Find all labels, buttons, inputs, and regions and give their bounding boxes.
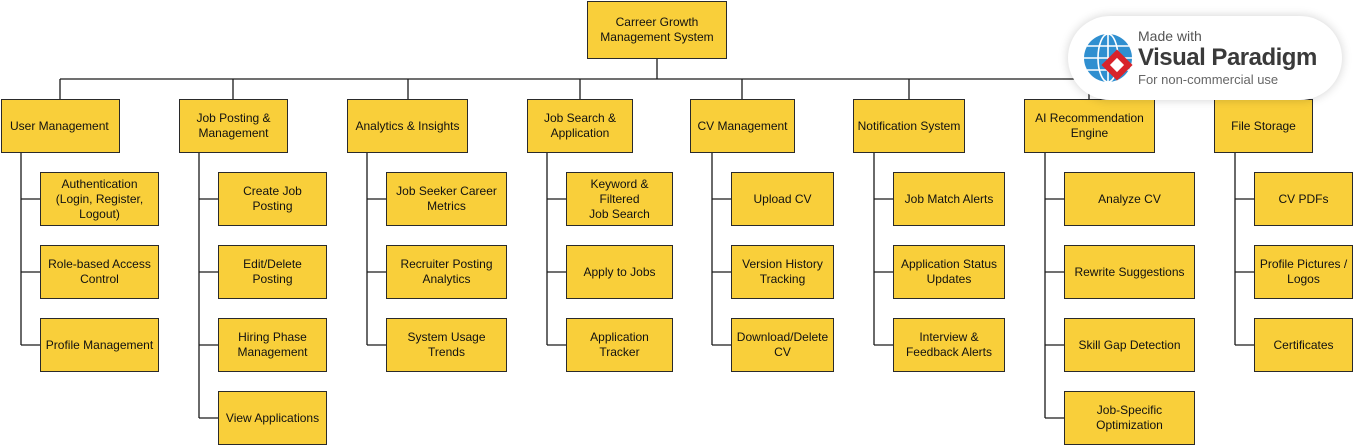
- child-node: Profile Management: [40, 318, 159, 372]
- child-node: System Usage Trends: [386, 318, 507, 372]
- child-node: Create Job Posting: [218, 172, 327, 226]
- child-node: Application Tracker: [566, 318, 673, 372]
- child-node: Application Status Updates: [893, 245, 1005, 299]
- child-node: Download/Delete CV: [731, 318, 834, 372]
- child-node: Certificates: [1254, 318, 1353, 372]
- category-node-notification: Notification System: [853, 99, 965, 153]
- child-node: Hiring Phase Management: [218, 318, 327, 372]
- child-node: Version History Tracking: [731, 245, 834, 299]
- child-node: View Applications: [218, 391, 327, 445]
- child-node: Role-based Access Control: [40, 245, 159, 299]
- visual-paradigm-logo-icon: [1084, 33, 1133, 83]
- child-node: Authentication (Login, Register, Logout): [40, 172, 159, 226]
- child-node: Profile Pictures / Logos: [1254, 245, 1353, 299]
- child-node: Apply to Jobs: [566, 245, 673, 299]
- category-node-analytics: Analytics & Insights: [347, 99, 468, 153]
- child-node: Job-Specific Optimization: [1064, 391, 1195, 445]
- child-node: Recruiter Posting Analytics: [386, 245, 507, 299]
- child-node: Edit/Delete Posting: [218, 245, 327, 299]
- category-node-job-search: Job Search & Application: [527, 99, 633, 153]
- child-node: Upload CV: [731, 172, 834, 226]
- category-node-user-management: User Management: [1, 99, 120, 153]
- child-node: Job Seeker Career Metrics: [386, 172, 507, 226]
- child-node: Keyword & Filtered Job Search: [566, 172, 673, 226]
- child-node: Job Match Alerts: [893, 172, 1005, 226]
- child-node: Analyze CV: [1064, 172, 1195, 226]
- category-node-ai-engine: AI Recommendation Engine: [1024, 99, 1155, 153]
- root-node: Carreer Growth Management System: [587, 1, 727, 59]
- child-node: CV PDFs: [1254, 172, 1353, 226]
- child-node: Interview & Feedback Alerts: [893, 318, 1005, 372]
- category-node-job-posting: Job Posting & Management: [179, 99, 288, 153]
- category-node-cv-management: CV Management: [690, 99, 795, 153]
- visual-paradigm-watermark: Made with Visual Paradigm For non-commer…: [1068, 16, 1342, 100]
- watermark-subtitle: For non-commercial use: [1138, 72, 1279, 87]
- child-node: Rewrite Suggestions: [1064, 245, 1195, 299]
- child-node: Skill Gap Detection: [1064, 318, 1195, 372]
- watermark-made-with: Made with: [1138, 28, 1202, 44]
- watermark-brand: Visual Paradigm: [1138, 44, 1317, 71]
- category-node-file-storage: File Storage: [1214, 99, 1313, 153]
